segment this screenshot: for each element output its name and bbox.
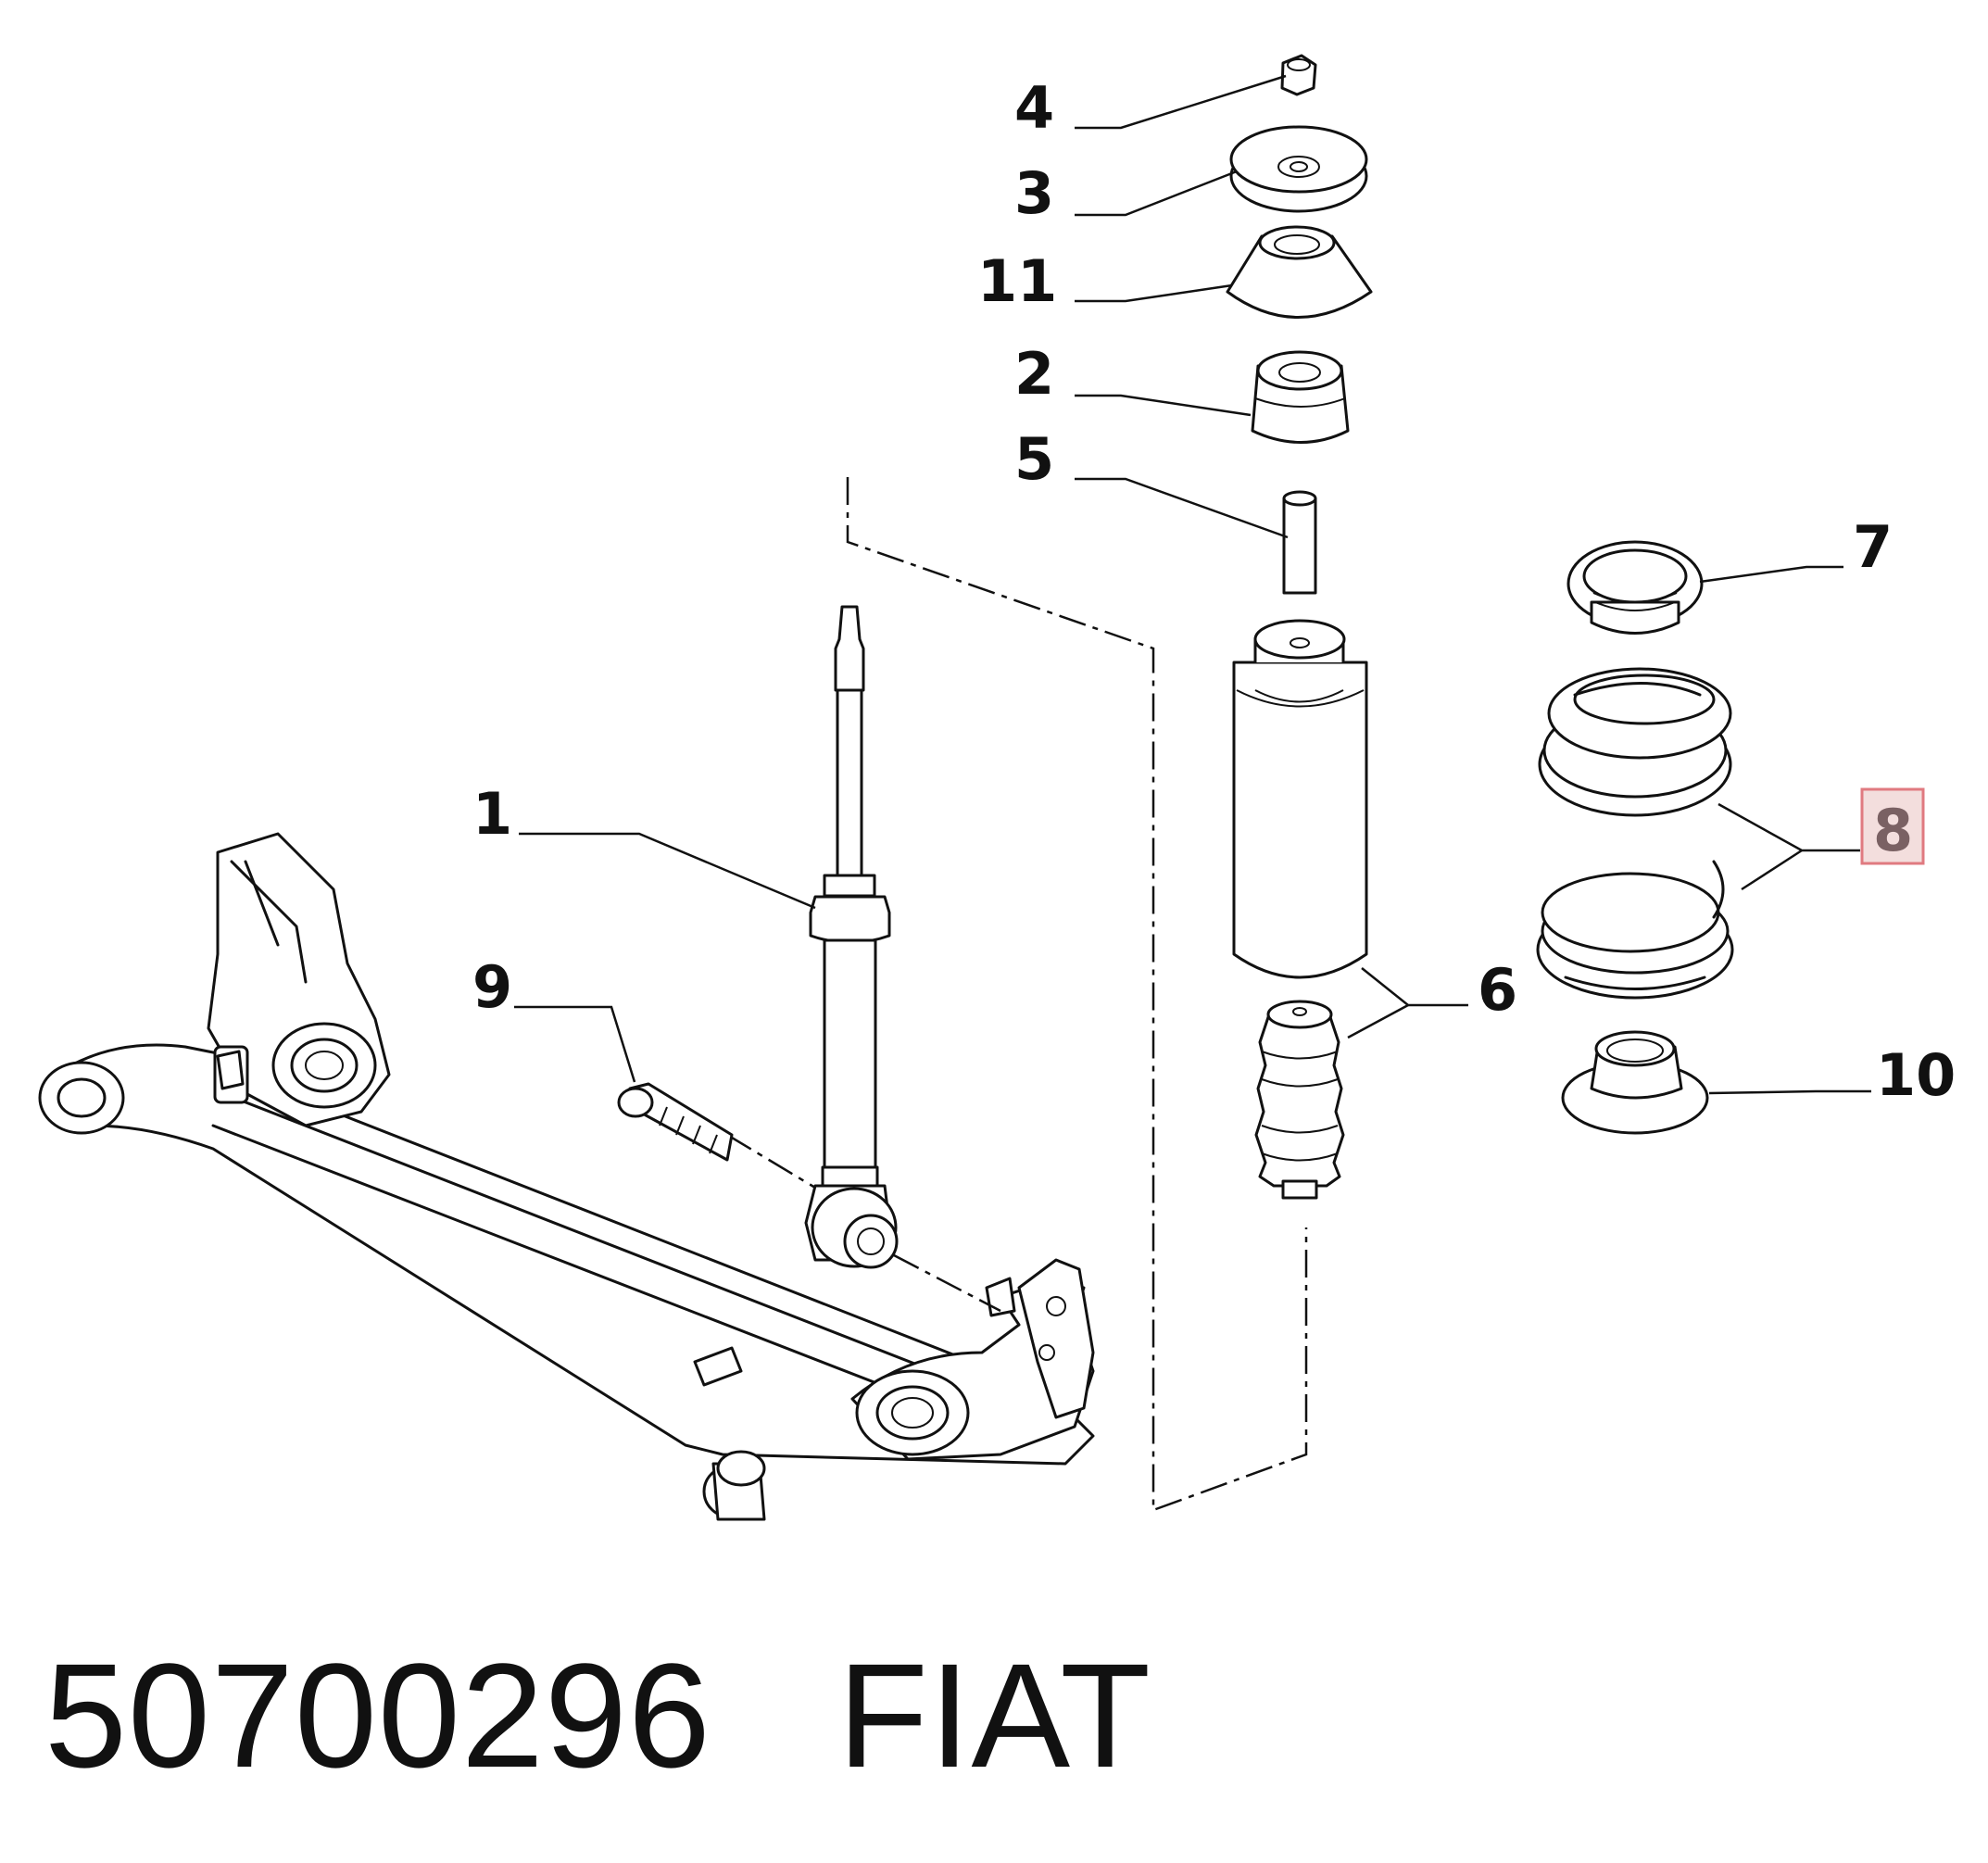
callout-4: 4 [1014,74,1054,142]
part-7-upper-seat [1566,540,1704,635]
callout-11: 11 [977,247,1057,315]
callout-2: 2 [1014,340,1054,408]
callout-7: 7 [1853,513,1893,581]
part-9-bolt [617,1082,734,1162]
part-8-coil-springs [1536,667,1734,1000]
part-6-dust-boot [1232,619,1368,979]
rear-axle-beam [38,832,1095,1521]
part-10-lower-seat [1561,1030,1709,1135]
callout-9: 9 [472,953,512,1021]
part-caption: 50700296 FIAT [44,1630,1151,1801]
part-1-shock-absorber [804,605,899,1269]
part-5-spacer [1282,490,1317,595]
callout-5: 5 [1014,425,1054,493]
part-3-washer [1229,125,1368,213]
brand-name: FIAT [837,1632,1151,1798]
callout-3: 3 [1014,159,1054,227]
part-11-cone-mount [1226,225,1373,319]
part-4-nut [1280,54,1317,96]
callout-8: 8 [1873,797,1913,864]
leader-lines [514,74,1871,1095]
callout-10: 10 [1876,1041,1956,1109]
part-number: 50700296 [44,1632,711,1798]
callout-1: 1 [472,780,512,848]
part-2-bushing [1251,350,1350,444]
part-6-bump-stop [1254,1000,1345,1200]
callout-labels: 4 3 11 2 5 1 9 6 7 8 10 [472,74,1956,1109]
assembly-guide-lines [726,477,1308,1512]
highlight-box-8 [1860,787,1925,865]
exploded-diagram: 4 3 11 2 5 1 9 6 7 8 10 [38,54,1956,1521]
callout-6: 6 [1478,956,1517,1024]
